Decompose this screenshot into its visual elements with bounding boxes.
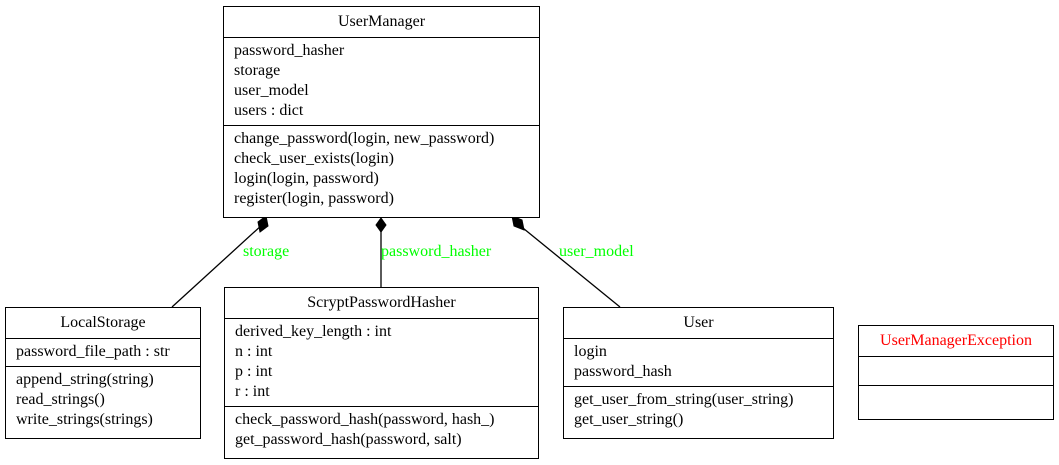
attribute: login [574,343,607,360]
edge-label-user-model: user_model [559,243,634,260]
class-local-storage: LocalStorage password_file_path : str ap… [5,307,201,439]
method: append_string(string) [16,371,154,388]
attribute: derived_key_length : int [235,323,392,340]
methods-section: check_password_hash(password, hash_) get… [225,406,538,454]
composition-diamond-storage [257,215,269,233]
class-name: LocalStorage [60,314,146,331]
attributes-section: login password_hash [564,338,833,386]
edge-storage [171,223,264,308]
method: check_user_exists(login) [234,150,394,167]
attribute: users : dict [234,102,304,119]
method: register(login, password) [234,190,394,207]
method: login(login, password) [234,170,379,187]
methods-section: change_password(login, new_password) che… [224,125,539,213]
method: write_strings(strings) [16,411,153,428]
attribute: password_hash [574,363,672,380]
class-user-manager-exception: UserManagerException [858,325,1054,420]
class-user-manager: UserManager password_hasher storage user… [223,6,540,218]
method: check_password_hash(password, hash_) [235,411,495,428]
edge-label-storage: storage [243,243,290,260]
class-user: User login password_hash get_user_from_s… [563,307,834,439]
method: read_strings() [16,391,105,408]
edge-label-password-hasher: password_hasher [381,243,492,260]
attributes-section [859,356,1053,385]
methods-section [859,385,1053,414]
composition-diamond-password-hasher [375,217,387,233]
attribute: password_hasher [234,42,345,59]
edge-user-model [517,223,621,308]
method: get_user_string() [574,411,684,428]
methods-section: append_string(string) read_strings() wri… [6,366,200,434]
class-name: User [683,314,714,331]
method: get_user_from_string(user_string) [574,391,794,408]
class-scrypt-password-hasher: ScryptPasswordHasher derived_key_length … [224,287,539,459]
method: get_password_hash(password, salt) [235,431,462,448]
attribute: storage [234,62,281,79]
attributes-section: password_file_path : str [6,338,200,366]
class-name: UserManager [337,13,426,30]
class-name: ScryptPasswordHasher [307,294,456,311]
attribute: password_file_path : str [16,343,170,360]
class-name: UserManagerException [880,332,1032,349]
attribute: r : int [235,383,270,400]
attributes-section: password_hasher storage user_model users… [224,37,539,125]
method: change_password(login, new_password) [234,130,495,147]
attributes-section: derived_key_length : int n : int p : int… [225,318,538,406]
methods-section: get_user_from_string(user_string) get_us… [564,386,833,434]
composition-diamond-user-model [511,215,525,231]
attribute: user_model [234,82,309,99]
attribute: p : int [235,363,273,380]
attribute: n : int [235,343,273,360]
